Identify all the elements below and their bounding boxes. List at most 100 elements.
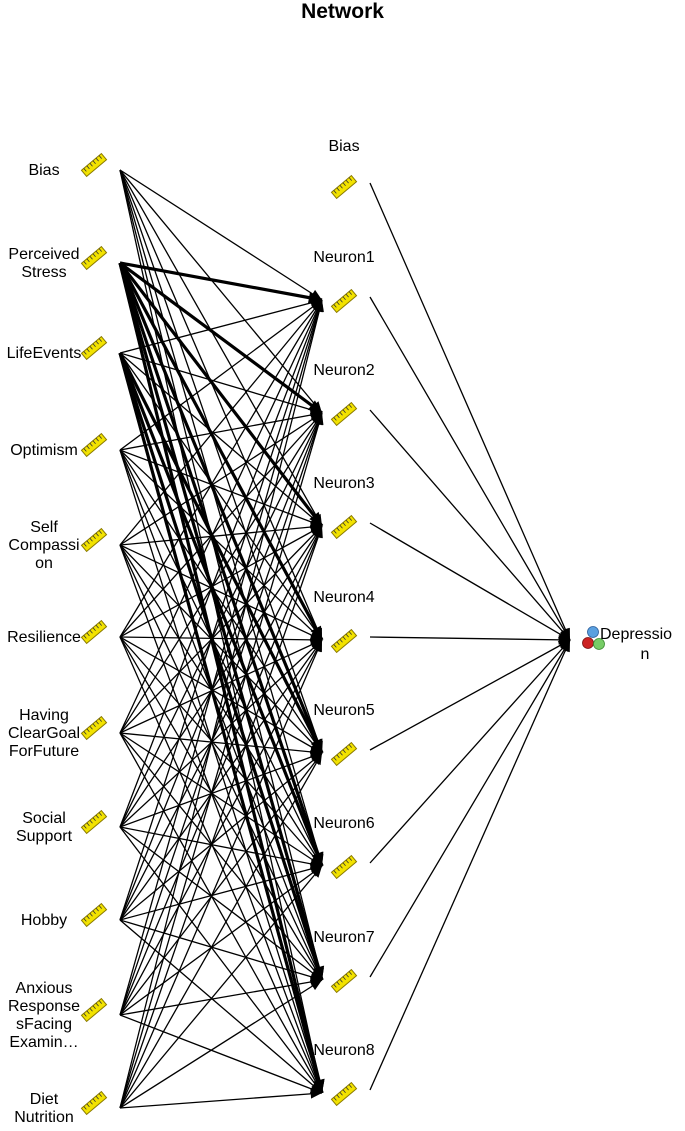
ruler-icon (330, 288, 358, 314)
ruler-icon (80, 902, 108, 928)
hidden-node-label-7: Neuron7 (313, 929, 374, 946)
connection-input10-neuron5 (119, 752, 323, 1109)
connection-input5-neuron6 (119, 636, 323, 867)
connection-input5-neuron5 (119, 636, 323, 754)
connection-input5-neuron8 (119, 636, 323, 1094)
connection-input0-neuron1 (119, 169, 323, 301)
connection-input6-neuron1 (119, 299, 323, 734)
connection-input7-neuron4 (119, 639, 323, 828)
connection-input7-neuron2 (119, 412, 323, 828)
input-node-label-4-line-0: Self (30, 519, 58, 536)
hidden-node-label-8: Neuron8 (313, 1042, 374, 1059)
connection-input10-neuron3 (119, 525, 323, 1109)
ruler-icon (80, 527, 108, 553)
input-node-label-7-line-0: Social (22, 810, 66, 827)
input-node-label-1-line-0: Perceived (8, 246, 79, 263)
connection-input9-neuron2 (119, 412, 323, 1016)
hidden-node-label-4: Neuron4 (313, 589, 374, 606)
ruler-icon (330, 1081, 358, 1107)
connection-input8-neuron1 (119, 299, 323, 921)
ruler-icon (80, 245, 108, 271)
hidden-node-label-2: Neuron2 (313, 362, 374, 379)
connection-hidden8-output (369, 639, 571, 1091)
connection-input8-neuron5 (119, 752, 323, 921)
input-node-label-7-line-1: Support (16, 828, 73, 845)
ruler-icon (80, 432, 108, 458)
connection-hidden1-output (369, 296, 571, 641)
connection-hidden4-output (369, 636, 571, 641)
input-node-label-5-line-0: Resilience (7, 629, 81, 646)
hidden-node-label-3: Neuron3 (313, 475, 374, 492)
connection-input2-neuron1 (119, 299, 323, 354)
input-node-label-9-line-0: Anxious (16, 980, 73, 997)
connection-input10-neuron5-arrowhead (312, 753, 322, 766)
connection-input5-neuron2 (119, 412, 323, 638)
connection-input7-neuron8 (119, 826, 323, 1094)
connection-input7-neuron3 (119, 525, 323, 828)
connection-input9-neuron8 (119, 1014, 323, 1094)
connection-input8-neuron8 (119, 919, 323, 1094)
connection-input6-neuron3 (119, 525, 323, 734)
connection-input9-neuron1 (119, 299, 323, 1016)
connection-input2-neuron5 (118, 352, 324, 754)
connection-input10-neuron7 (119, 979, 323, 1109)
hidden-bias-label: Bias (328, 138, 359, 155)
connection-input10-neuron6-arrowhead (311, 866, 322, 878)
connection-hidden3-output (369, 522, 571, 641)
connection-input6-neuron5 (119, 732, 323, 754)
connection-input0-neuron3 (119, 169, 323, 527)
ruler-icon (80, 335, 108, 361)
input-node-label-10-line-0: Diet (30, 1091, 59, 1108)
ruler-icon (80, 1090, 108, 1116)
connection-input7-neuron6 (119, 826, 323, 867)
connection-input6-neuron4 (119, 639, 323, 734)
input-node-label-10-line-1: Nutrition (14, 1109, 74, 1126)
connection-input5-neuron4 (119, 636, 323, 641)
connection-input8-neuron6 (119, 865, 323, 921)
connection-hidden0-output (369, 182, 571, 641)
ruler-icon (330, 968, 358, 994)
ruler-icon (330, 514, 358, 540)
hidden-node-label-1: Neuron1 (313, 249, 374, 266)
connection-input10-neuron8 (119, 1092, 323, 1109)
connection-input10-neuron1-arrowhead (314, 300, 324, 313)
connection-input9-neuron4 (119, 639, 323, 1016)
ruler-icon (330, 628, 358, 654)
diagram-title: Network (301, 0, 384, 23)
input-node-label-4-line-2: on (35, 555, 53, 572)
input-node-label-4-line-1: Compassi (8, 537, 79, 554)
input-node-label-1-line-1: Stress (21, 264, 66, 281)
connection-input6-neuron6 (119, 732, 323, 867)
connection-input7-neuron1 (119, 299, 323, 828)
input-node-label-6-line-0: Having (19, 707, 69, 724)
connection-input6-neuron8 (119, 732, 323, 1094)
connection-hidden6-output (369, 639, 571, 864)
nominal-measure-icon (582, 626, 605, 650)
connection-input8-neuron7 (119, 919, 323, 981)
input-node-label-9-line-1: Response (8, 998, 80, 1015)
ruler-icon (80, 809, 108, 835)
connection-input3-neuron1 (119, 299, 323, 451)
input-node-label-9-line-3: Examin… (9, 1034, 78, 1051)
connection-input6-neuron7 (119, 732, 323, 981)
connection-input8-neuron4 (119, 639, 323, 921)
input-node-label-8-line-0: Hobby (21, 912, 67, 929)
hidden-node-label-5: Neuron5 (313, 702, 374, 719)
ruler-icon (330, 401, 358, 427)
connection-input1-neuron1 (119, 261, 323, 302)
connection-input5-neuron7 (119, 636, 323, 981)
connection-input7-neuron7 (119, 826, 323, 981)
connection-input10-neuron3-arrowhead (313, 526, 323, 539)
input-node-label-3-line-0: Optimism (10, 442, 78, 459)
connection-hidden8-output-arrowhead (561, 640, 570, 653)
input-node-label-0-line-0: Bias (28, 162, 59, 179)
ruler-icon (330, 854, 358, 880)
connection-input10-neuron1 (119, 299, 323, 1109)
connection-input8-neuron3 (119, 525, 323, 921)
nodes: BiasPerceivedStressLifeEventsOptimismSel… (7, 138, 672, 1126)
connection-input10-neuron8-arrowhead (310, 1089, 322, 1099)
connection-input10-neuron4-arrowhead (313, 640, 322, 653)
input-node-label-6-line-2: ForFuture (9, 743, 79, 760)
connection-input5-neuron3 (119, 525, 323, 638)
